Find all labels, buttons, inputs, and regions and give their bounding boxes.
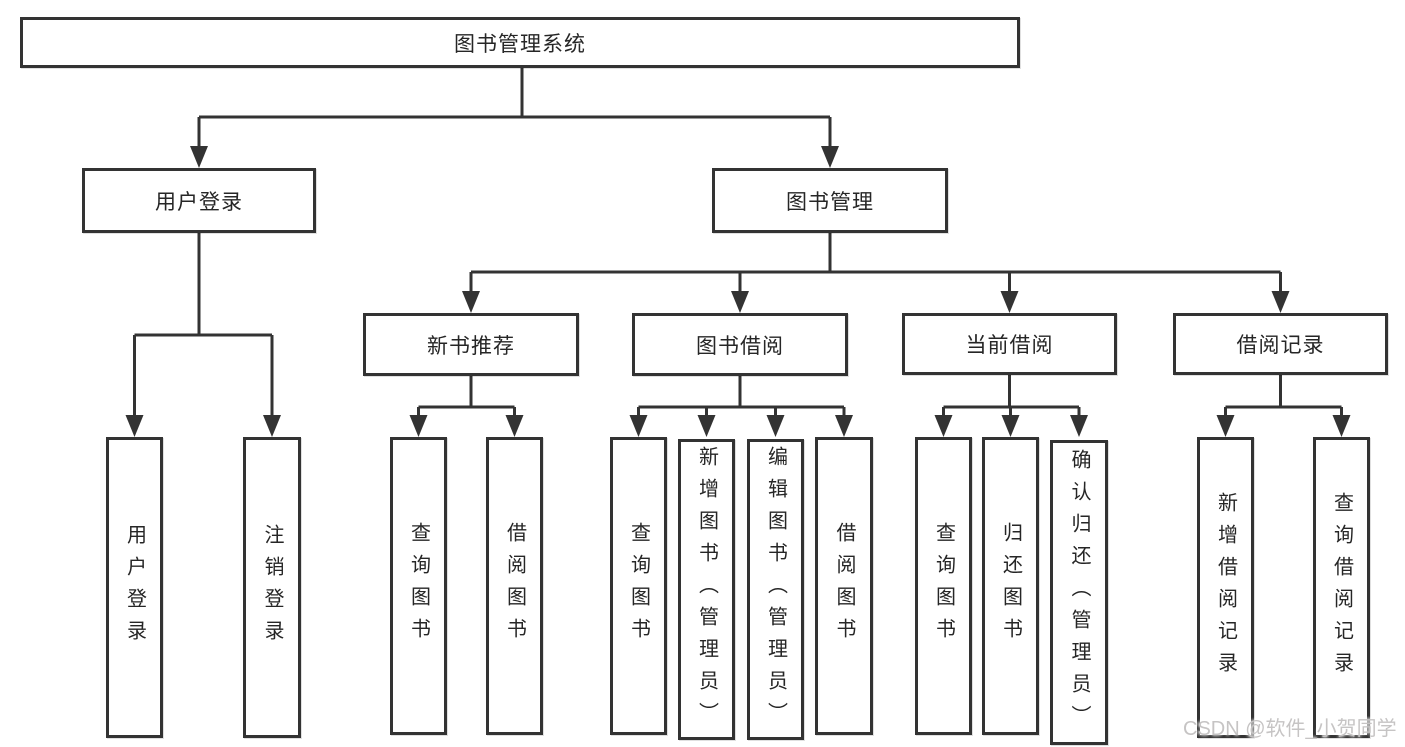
diagram-node-label: 归还图书 [999, 522, 1022, 650]
diagram-node-user-login-leaf: 用户登录 [106, 437, 163, 738]
arrowhead-icon [934, 415, 953, 437]
arrowhead-icon [1216, 415, 1235, 437]
arrowhead-icon [505, 415, 524, 437]
diagram-node-label: 查询借阅记录 [1330, 491, 1353, 684]
diagram-node-records-query-record: 查询借阅记录 [1313, 437, 1370, 738]
arrowhead-icon [766, 415, 785, 437]
diagram-node-library-management-system: 图书管理系统 [20, 17, 1020, 68]
arrowhead-icon [731, 291, 749, 313]
diagram-node-label: 用户登录 [155, 190, 243, 214]
arrowhead-icon [190, 146, 208, 168]
diagram-node-records-add-record: 新增借阅记录 [1197, 437, 1254, 738]
diagram-node-label: 图书借阅 [696, 334, 784, 358]
diagram-node-label: 确认归还（管理员） [1068, 448, 1090, 737]
connector-path-book-borrowing [637, 376, 846, 429]
arrowhead-icon [1000, 291, 1019, 313]
diagram-node-label: 新增图书（管理员） [695, 445, 718, 734]
arrowhead-icon [462, 291, 480, 313]
diagram-node-current-confirm-return-admin: 确认归还（管理员） [1050, 440, 1108, 745]
diagram-node-label: 当前借阅 [965, 334, 1054, 357]
diagram-node-user-login: 用户登录 [82, 168, 316, 233]
diagram-node-label: 借阅记录 [1236, 334, 1325, 357]
diagram-node-label: 用户登录 [123, 523, 146, 652]
diagram-node-label: 编辑图书（管理员） [764, 445, 787, 734]
diagram-node-label: 注销登录 [261, 523, 283, 652]
diagram-node-label: 图书管理系统 [454, 32, 586, 56]
connector-path-user-login [133, 233, 274, 429]
diagram-node-borrow-add-books-admin: 新增图书（管理员） [678, 439, 735, 740]
arrowhead-icon [835, 415, 853, 437]
diagram-node-logout-leaf: 注销登录 [243, 437, 301, 738]
arrowhead-icon [821, 146, 839, 168]
arrowhead-icon [125, 415, 144, 437]
arrowhead-icon [409, 415, 428, 437]
diagram-node-label: 图书管理 [786, 190, 874, 214]
diagram-node-book-management: 图书管理 [712, 168, 948, 233]
diagram-node-current-return-books: 归还图书 [982, 437, 1039, 735]
diagram-node-label: 借阅图书 [833, 522, 855, 650]
connector-path-new-book-recommend [417, 376, 516, 429]
diagram-node-borrowing-records: 借阅记录 [1173, 313, 1388, 375]
connector-path-library-management-system [197, 68, 832, 160]
connector-path-borrowing-records [1224, 375, 1343, 429]
diagram-node-recommend-borrow-books: 借阅图书 [486, 437, 543, 735]
diagram-node-label: 查询图书 [627, 522, 650, 650]
arrowhead-icon [1001, 415, 1020, 437]
diagram-node-current-borrowing: 当前借阅 [902, 313, 1117, 375]
arrowhead-icon [1271, 291, 1290, 313]
diagram-node-borrow-edit-books-admin: 编辑图书（管理员） [747, 439, 804, 740]
diagram-node-new-book-recommend: 新书推荐 [363, 313, 579, 376]
diagram-node-label: 查询图书 [407, 522, 430, 650]
diagram-node-label: 新书推荐 [427, 334, 515, 358]
diagram-node-book-borrowing: 图书借阅 [632, 313, 848, 376]
arrowhead-icon [263, 415, 281, 437]
diagram-node-borrow-borrow-books: 借阅图书 [815, 437, 873, 735]
diagram-node-recommend-query-books: 查询图书 [390, 437, 447, 735]
arrowhead-icon [697, 415, 716, 437]
diagram-node-label: 借阅图书 [503, 522, 526, 650]
diagram-node-borrow-query-books: 查询图书 [610, 437, 667, 735]
diagram-node-current-query-books: 查询图书 [915, 437, 972, 735]
arrowhead-icon [1070, 415, 1088, 437]
diagram-node-label: 新增借阅记录 [1214, 491, 1237, 684]
connector-path-book-management [469, 233, 1282, 305]
diagram-node-label: 查询图书 [932, 522, 955, 650]
arrowhead-icon [1332, 415, 1351, 437]
arrowhead-icon [629, 415, 648, 437]
